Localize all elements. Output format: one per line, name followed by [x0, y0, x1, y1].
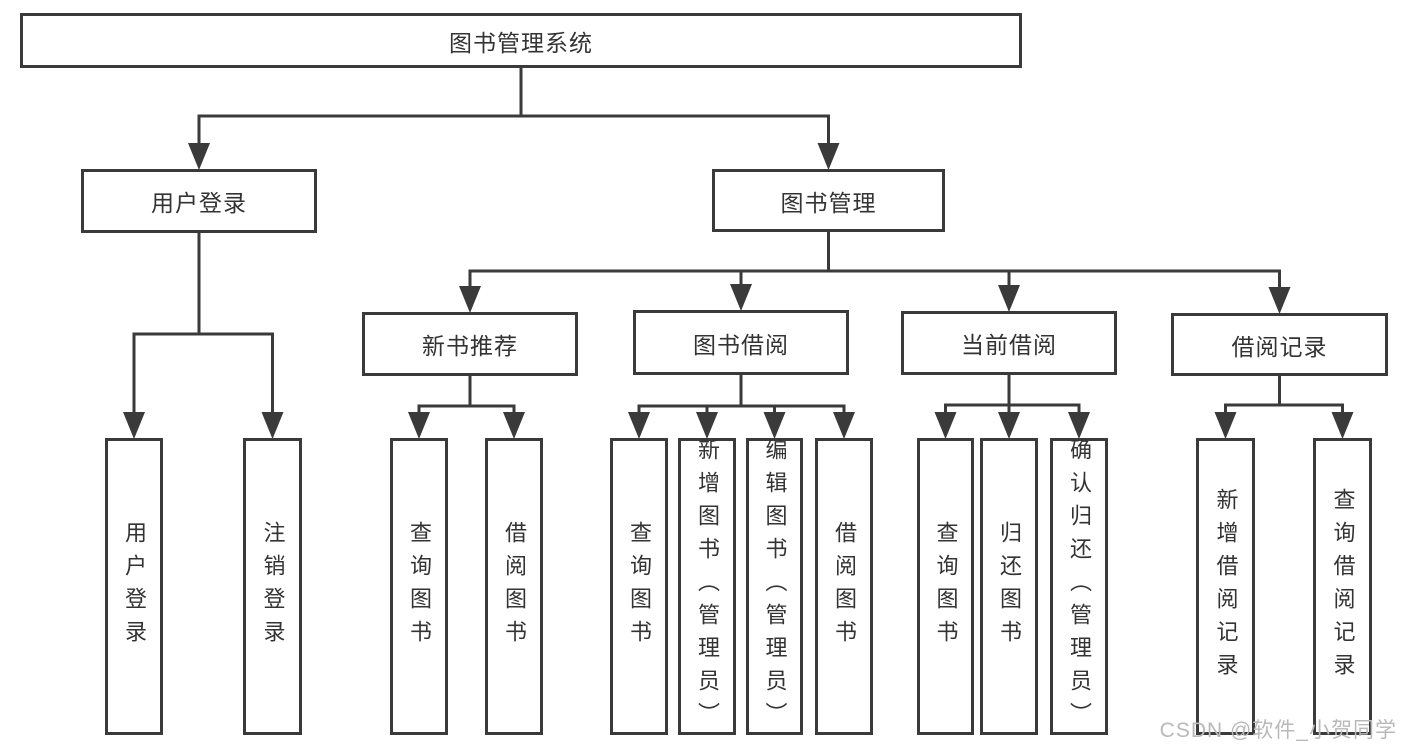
- arrowhead-icon: [696, 412, 718, 439]
- arrowhead-icon: [1268, 287, 1291, 314]
- node-root: 图书管理系统: [20, 13, 1022, 68]
- node-leaf-cur-return: 归还图书: [980, 438, 1038, 735]
- arrowhead-icon: [188, 143, 210, 170]
- arrowhead-icon: [1068, 412, 1090, 439]
- arrowhead-icon: [503, 412, 525, 439]
- node-leaf-cur-confirm: 确认归还（管理员）: [1050, 438, 1108, 735]
- node-label: 查询图书: [627, 520, 652, 653]
- arrowhead-icon: [763, 412, 786, 439]
- arrowhead-icon: [628, 412, 650, 439]
- arrowhead-icon: [833, 412, 855, 439]
- node-label: 新增借阅记录: [1213, 487, 1239, 686]
- node-label: 查询图书: [407, 520, 432, 653]
- watermark: CSDN @软件_小贺同学: [1159, 719, 1397, 742]
- node-leaf-logout: 注销登录: [243, 438, 302, 735]
- node-leaf-bw-query: 查询图书: [610, 438, 668, 735]
- node-leaf-bw-borrow: 借阅图书: [815, 438, 873, 735]
- node-label: 归还图书: [997, 520, 1022, 653]
- arrowhead-icon: [817, 143, 840, 170]
- node-label: 用户登录: [151, 190, 247, 216]
- node-label: 新增图书（管理员）: [695, 438, 720, 735]
- arrowhead-icon: [1214, 412, 1237, 439]
- arrowhead-icon: [934, 412, 957, 439]
- node-leaf-rec-query: 查询借阅记录: [1313, 438, 1372, 735]
- node-label: 借阅图书: [502, 520, 527, 653]
- arrowhead-icon: [1331, 412, 1354, 439]
- node-leaf-bw-edit: 编辑图书（管理员）: [746, 438, 803, 735]
- node-current-borrow: 当前借阅: [901, 311, 1117, 375]
- node-user-login: 用户登录: [81, 169, 317, 233]
- node-leaf-cur-query: 查询图书: [917, 438, 974, 735]
- arrowhead-icon: [998, 285, 1020, 312]
- node-label: 当前借阅: [961, 332, 1057, 358]
- node-leaf-nb-query: 查询图书: [390, 438, 448, 735]
- node-label: 确认归还（管理员）: [1067, 438, 1092, 735]
- node-label: 图书借阅: [693, 331, 789, 358]
- node-label: 注销登录: [260, 520, 286, 653]
- node-label: 查询借阅记录: [1330, 487, 1356, 686]
- node-new-book: 新书推荐: [362, 312, 578, 376]
- node-leaf-nb-borrow: 借阅图书: [485, 438, 543, 735]
- node-book-borrow: 图书借阅: [633, 310, 849, 375]
- node-borrow-records: 借阅记录: [1171, 313, 1388, 376]
- node-label: 借阅记录: [1231, 333, 1328, 360]
- node-label: 借阅图书: [832, 520, 857, 653]
- node-label: 编辑图书（管理员）: [762, 438, 788, 735]
- node-label: 新书推荐: [422, 333, 518, 359]
- node-label: 用户登录: [122, 520, 147, 653]
- node-book-mgmt: 图书管理: [712, 169, 945, 232]
- node-label: 图书管理系统: [449, 29, 593, 56]
- node-label: 图书管理: [780, 189, 877, 216]
- node-leaf-bw-add: 新增图书（管理员）: [678, 438, 736, 735]
- node-label: 查询图书: [933, 520, 959, 653]
- arrowhead-icon: [123, 412, 145, 439]
- node-leaf-user-login: 用户登录: [105, 438, 163, 735]
- arrowhead-icon: [408, 412, 430, 439]
- node-leaf-rec-add: 新增借阅记录: [1196, 438, 1255, 735]
- arrowhead-icon: [730, 284, 752, 311]
- arrowhead-icon: [261, 412, 284, 439]
- arrowhead-icon: [459, 286, 481, 313]
- arrowhead-icon: [998, 412, 1020, 439]
